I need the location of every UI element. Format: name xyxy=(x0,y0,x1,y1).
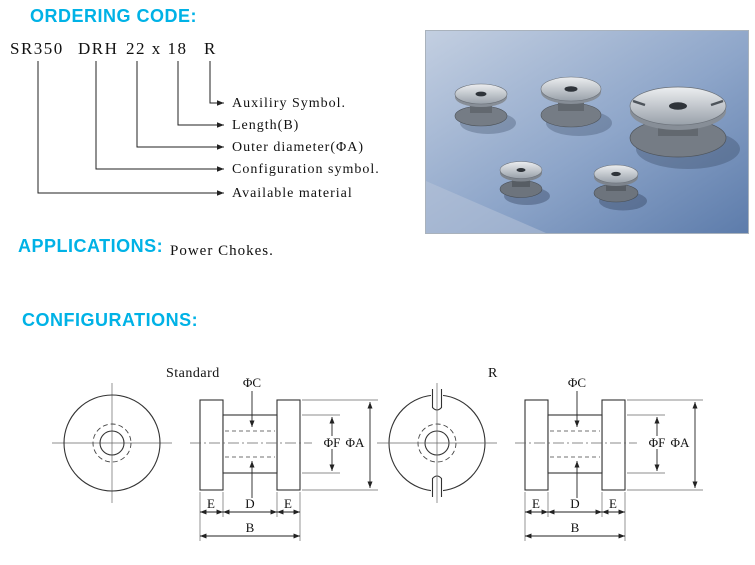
code-part-material: SR350 xyxy=(10,39,64,58)
ordering-code-labels: Auxiliry Symbol. Length(B) Outer diamete… xyxy=(232,96,380,201)
dim-phiC-standard: ΦC xyxy=(243,375,261,390)
r-front-view xyxy=(377,383,497,503)
dim-b-standard: B xyxy=(246,520,255,535)
drum-core-small-1 xyxy=(454,83,516,134)
product-photo xyxy=(425,30,749,234)
product-photo-image xyxy=(426,31,748,233)
slot-mark-left xyxy=(632,99,646,107)
dim-e-left-r: E xyxy=(532,496,540,511)
label-aux-symbol: Auxiliry Symbol. xyxy=(232,96,346,111)
ordering-code-connectors xyxy=(37,61,224,196)
standard-dimensions: ΦC ΦF ΦA E D xyxy=(199,375,378,541)
drum-core-small-3 xyxy=(593,164,647,211)
applications-value: Power Chokes. xyxy=(170,243,274,259)
code-part-aux: R xyxy=(204,39,217,58)
label-length: Length(B) xyxy=(232,118,299,133)
standard-variant-label: Standard xyxy=(166,366,220,381)
code-part-config: DRH xyxy=(78,39,118,58)
r-drawing: R xyxy=(377,366,703,541)
standard-front-view xyxy=(52,383,172,503)
dim-phiA-standard: ΦA xyxy=(346,435,366,450)
label-available-material: Available material xyxy=(232,186,353,201)
configurations-title: CONFIGURATIONS: xyxy=(22,310,199,330)
ordering-code-diagram: SR350 DRH 22 x 18 R Auxiliry Symbol. Len… xyxy=(10,39,380,201)
configurations-drawings: Standard ΦC xyxy=(52,366,703,541)
applications-title: APPLICATIONS: xyxy=(18,236,164,256)
dim-b-r: B xyxy=(571,520,580,535)
drum-core-large-r xyxy=(629,86,740,169)
ordering-code-title: ORDERING CODE: xyxy=(30,6,198,26)
standard-drawing: Standard ΦC xyxy=(52,366,378,541)
dim-d-standard: D xyxy=(245,496,254,511)
dim-e-right-standard: E xyxy=(284,496,292,511)
dim-e-right-r: E xyxy=(609,496,617,511)
label-config-symbol: Configuration symbol. xyxy=(232,162,380,177)
dim-phiF-standard: ΦF xyxy=(324,435,341,450)
r-dimensions: ΦC ΦF ΦA E D xyxy=(524,375,703,541)
drum-core-medium xyxy=(540,76,612,136)
dim-e-left-standard: E xyxy=(207,496,215,511)
label-outer-diameter: Outer diameter(ΦA) xyxy=(232,140,364,155)
standard-side-view xyxy=(190,399,312,491)
dim-phiA-r: ΦA xyxy=(671,435,691,450)
ordering-code-string: SR350 DRH 22 x 18 R xyxy=(10,39,217,58)
drum-core-small-2 xyxy=(499,161,550,205)
dim-phiF-r: ΦF xyxy=(649,435,666,450)
code-part-size: 22 x 18 xyxy=(126,39,188,58)
r-side-view xyxy=(515,399,637,491)
dim-d-r: D xyxy=(570,496,579,511)
r-variant-label: R xyxy=(488,366,498,381)
slot-mark-right xyxy=(710,99,724,107)
dim-phiC-r: ΦC xyxy=(568,375,586,390)
